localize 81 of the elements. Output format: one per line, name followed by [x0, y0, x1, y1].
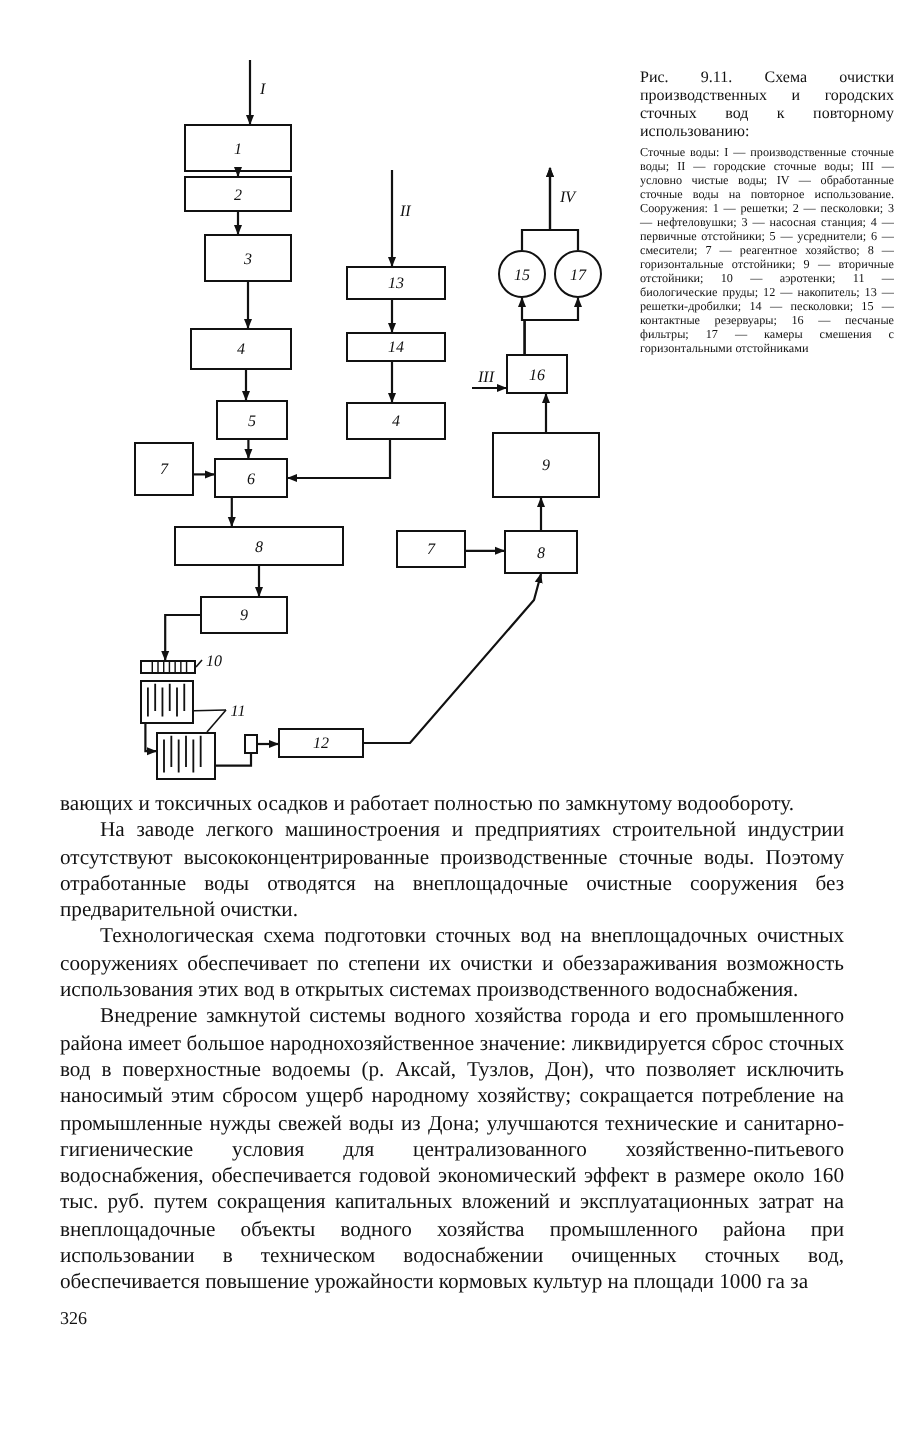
arrow — [244, 440, 253, 459]
body-paragraph: На заводе легкого машиностроения и предприятиях строительной индустрии отсутствуют высококонцентрированные производственные сточные воды. Поэтому отработанные воды отводятся на внеплощадочные очистные сооружения без предварительной очистки. — [60, 818, 844, 925]
body-paragraph: вающих и токсичных осадков и работает полностью по замкнутому водообороту. — [60, 792, 797, 819]
process-box — [244, 734, 258, 754]
step-number: 13 — [388, 274, 404, 292]
arrow — [244, 282, 252, 329]
arrow — [472, 384, 507, 392]
process-box — [204, 234, 292, 282]
step-number: 6 — [247, 469, 255, 487]
tank-circle — [498, 250, 546, 298]
step-number: 9 — [240, 606, 248, 624]
process-box — [174, 526, 344, 566]
process-box — [278, 728, 364, 758]
leader-line — [195, 659, 203, 668]
process-box — [134, 442, 194, 496]
tank-circle — [554, 250, 602, 298]
body-paragraph: Внедрение замкнутой системы водного хозяйства города и его промышленного района имеет большое народнохозяйственное значение: ликвидируется сброс сточных вод в поверхностные водоемы (р. Аксай, Тузлов, Дон), что позволяет исключить наносимый этим сбросом ущерб народному хозяйству; сокращается потребление на промышленные нужды свежей воды из Дона; улучшаются технические и санитарно-гигиенические условия для централизованного хозяйственно-питьевого водоснабжения, обеспечивается годовой экономический эффект в размере около 160 тыс. руб. путем сокращения капитальных вложений и эксплуатационных затрат на внеплощадочные объекты водного хозяйства промышленного района при использовании в техническом водоснабжении очищенных сточных вод, обеспечивается повышение урожайности кормовых культур на площади 1000 га за — [60, 1004, 844, 1298]
step-number: 4 — [237, 340, 245, 358]
process-box — [200, 596, 288, 634]
step-number: 5 — [248, 411, 256, 429]
edge-label: III — [476, 368, 496, 386]
process-box — [346, 402, 446, 440]
arrow — [227, 498, 236, 527]
process-box — [346, 266, 446, 300]
edge-label: IV — [558, 188, 578, 206]
arrow — [388, 362, 396, 403]
process-box — [504, 530, 578, 574]
arrow — [194, 470, 215, 479]
leader-line — [193, 709, 227, 712]
callout-number: 10 — [202, 650, 226, 670]
step-number: 17 — [570, 265, 586, 283]
step-number: 4 — [392, 412, 400, 430]
arrow — [255, 566, 263, 597]
callout-number: 11 — [226, 700, 250, 720]
leader-line — [206, 709, 227, 733]
arrow — [537, 497, 545, 530]
arrow — [523, 297, 582, 354]
process-box — [396, 530, 466, 568]
step-number: 7 — [160, 460, 168, 478]
step-number: 15 — [514, 265, 530, 283]
process-box — [184, 176, 292, 212]
tank-drawing — [156, 732, 216, 780]
arrow — [388, 300, 396, 333]
arrow — [258, 740, 279, 748]
connector-line — [216, 754, 253, 767]
process-box — [214, 458, 288, 498]
arrow — [287, 440, 392, 482]
arrow — [246, 60, 254, 125]
arrow — [234, 167, 242, 177]
arrow — [161, 613, 200, 661]
arrow — [542, 393, 550, 432]
process-box — [216, 400, 288, 440]
arrow — [466, 546, 505, 555]
process-box — [506, 354, 568, 394]
tank-drawing — [140, 680, 194, 724]
process-box — [492, 432, 600, 498]
body-paragraph: Технологическая схема подготовки сточных вод на внеплощадочных очистных сооружениях обеспечивает по степени их очистки и обеззараживания возможность использования этих вод в открытых системах производственного водоснабжения. — [60, 924, 844, 1005]
arrow — [242, 370, 250, 401]
figure-caption: Рис. 9.11. Схема очистки производственных и городских сточных вод к повторному использованию: — [640, 68, 894, 140]
arrow — [144, 724, 157, 756]
step-number: 2 — [234, 185, 242, 203]
arrow — [388, 170, 396, 267]
edge-label: II — [398, 202, 413, 220]
arrow — [234, 212, 242, 235]
step-number: 9 — [542, 456, 550, 474]
process-box — [190, 328, 292, 370]
step-number: 1 — [234, 139, 242, 157]
distribution-tray — [140, 660, 196, 674]
step-number: 16 — [529, 365, 545, 383]
page-number: 326 — [60, 1307, 87, 1328]
step-number: 7 — [427, 540, 435, 558]
process-box — [184, 124, 292, 172]
step-number: 8 — [255, 537, 263, 555]
edge-label: I — [258, 80, 268, 98]
step-number: 14 — [388, 338, 404, 356]
step-number: 3 — [244, 249, 252, 267]
step-number: 8 — [537, 543, 545, 561]
process-box — [346, 332, 446, 362]
arrow — [546, 167, 580, 250]
step-number: 12 — [313, 734, 329, 752]
arrow — [364, 573, 543, 745]
